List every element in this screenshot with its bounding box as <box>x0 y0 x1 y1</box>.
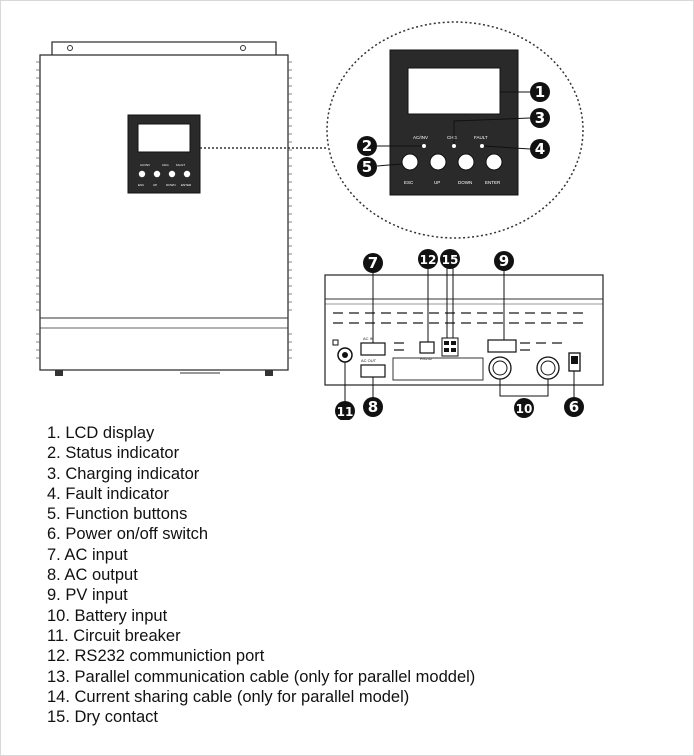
front-button-small <box>183 170 191 178</box>
svg-text:1: 1 <box>535 83 545 101</box>
leader-5 <box>376 163 403 167</box>
mounting-bracket <box>51 41 277 55</box>
svg-text:3: 3 <box>535 109 545 127</box>
callout-3: 3 <box>530 108 550 128</box>
led-label-fault: FAULT <box>474 135 488 140</box>
front-button-small <box>153 170 161 178</box>
side-vents-left <box>36 61 40 359</box>
foot-right <box>265 370 273 376</box>
svg-text:15: 15 <box>442 253 459 267</box>
foot-left <box>55 370 63 376</box>
charging-led <box>452 144 456 148</box>
inverter-front-body <box>39 54 289 371</box>
leader-3 <box>453 117 531 144</box>
svg-text:4: 4 <box>535 140 545 158</box>
status-led <box>422 144 426 148</box>
svg-text:6: 6 <box>569 398 579 416</box>
zoom-ellipse <box>326 21 584 239</box>
front-button-small <box>138 170 146 178</box>
mini-led-label: AC/INV <box>140 163 150 167</box>
led-label-ac-inv: AC/INV <box>413 135 428 140</box>
legend-item: 4. Fault indicator <box>47 484 169 503</box>
legend-item: 6. Power on/off switch <box>47 525 209 544</box>
ac-in-label: AC IN <box>363 336 374 341</box>
mounting-hole-right <box>240 45 246 51</box>
svg-text:5: 5 <box>362 158 372 176</box>
legend-item: 9. PV input <box>47 586 128 605</box>
callout-2: 2 <box>357 136 377 156</box>
legend-item: 15. Dry contact <box>47 708 158 727</box>
enter-button[interactable] <box>485 153 503 171</box>
battery-input-negative <box>536 356 560 380</box>
esc-label: ESC <box>404 180 414 185</box>
callout-1: 1 <box>530 82 550 102</box>
callout-12: 12 <box>418 249 438 269</box>
dry-contact <box>441 337 459 357</box>
leader-4 <box>483 145 531 150</box>
front-view: AC/INV CHG FAULT ESC UP DOWN ENTER <box>36 41 292 376</box>
callout-11: 11 <box>335 401 355 420</box>
ac-output-terminal <box>360 364 386 378</box>
led-label-chg: CHG <box>447 135 457 140</box>
legend-item: 10. Battery input <box>47 606 168 625</box>
legend-item: 2. Status indicator <box>47 444 180 463</box>
legend-item: 1. LCD display <box>47 424 155 442</box>
mounting-hole-left <box>67 45 73 51</box>
callout-7: 7 <box>363 253 383 273</box>
lcd-display <box>407 67 501 115</box>
enter-label: ENTER <box>485 180 501 185</box>
rear-view: AC IN AC OUT RS232 <box>324 268 604 402</box>
legend-list: 1. LCD display 2. Status indicator 3. Ch… <box>47 423 475 727</box>
svg-text:9: 9 <box>499 252 509 270</box>
rear-recess <box>392 357 484 381</box>
mini-button-label: DOWN <box>166 183 176 187</box>
svg-text:2: 2 <box>362 137 372 155</box>
callout-10: 10 <box>514 398 534 418</box>
mini-button-label: ESC <box>138 183 145 187</box>
mini-button-label: ENTER <box>181 183 192 187</box>
callout-5: 5 <box>357 157 377 177</box>
up-button[interactable] <box>429 153 447 171</box>
leader-10 <box>499 379 549 397</box>
legend-item: 11. Circuit breaker <box>47 626 181 645</box>
legend-item: 13. Parallel communication cable (only f… <box>47 667 476 686</box>
front-lcd-small <box>137 123 191 153</box>
zoomed-front-panel: AC/INV CHG FAULT ESC UP DOWN ENTER <box>326 21 584 239</box>
svg-text:7: 7 <box>368 254 378 272</box>
fault-led <box>480 144 484 148</box>
callout-4: 4 <box>530 139 550 159</box>
legend-item: 8. AC output <box>47 566 138 585</box>
ac-input-terminal <box>360 342 386 356</box>
battery-input-positive <box>488 356 512 380</box>
ac-out-label: AC OUT <box>361 358 377 363</box>
rs232-port <box>419 341 435 354</box>
callout-9: 9 <box>494 251 514 271</box>
legend-item: 5. Function buttons <box>47 505 188 524</box>
svg-text:11: 11 <box>337 405 354 419</box>
inverter-diagram: AC/INV CHG FAULT ESC UP DOWN ENTER AC/IN… <box>36 21 604 420</box>
legend-item: 14. Current sharing cable (only for para… <box>47 687 410 706</box>
front-button-small <box>168 170 176 178</box>
legend-item: 3. Charging indicator <box>47 464 200 483</box>
svg-text:8: 8 <box>368 398 378 416</box>
svg-text:10: 10 <box>516 402 533 416</box>
esc-button[interactable] <box>401 153 419 171</box>
mini-button-label: UP <box>153 183 157 187</box>
mini-led-label: FAULT <box>176 163 185 167</box>
callout-15: 15 <box>440 249 460 269</box>
legend-item: 7. AC input <box>47 545 128 564</box>
svg-text:12: 12 <box>420 253 437 267</box>
pv-input-terminal <box>487 339 517 353</box>
mini-led-label: CHG <box>162 163 169 167</box>
up-label: UP <box>434 180 440 185</box>
rear-vent-slots <box>333 312 583 351</box>
down-button[interactable] <box>457 153 475 171</box>
side-vents-right <box>288 61 292 359</box>
callout-8: 8 <box>363 397 383 417</box>
callout-6: 6 <box>564 397 584 417</box>
legend-item: 12. RS232 communiction port <box>47 647 265 666</box>
callouts: 1 2 3 4 5 6 7 8 9 10 11 12 15 <box>335 82 584 420</box>
down-label: DOWN <box>458 180 472 185</box>
